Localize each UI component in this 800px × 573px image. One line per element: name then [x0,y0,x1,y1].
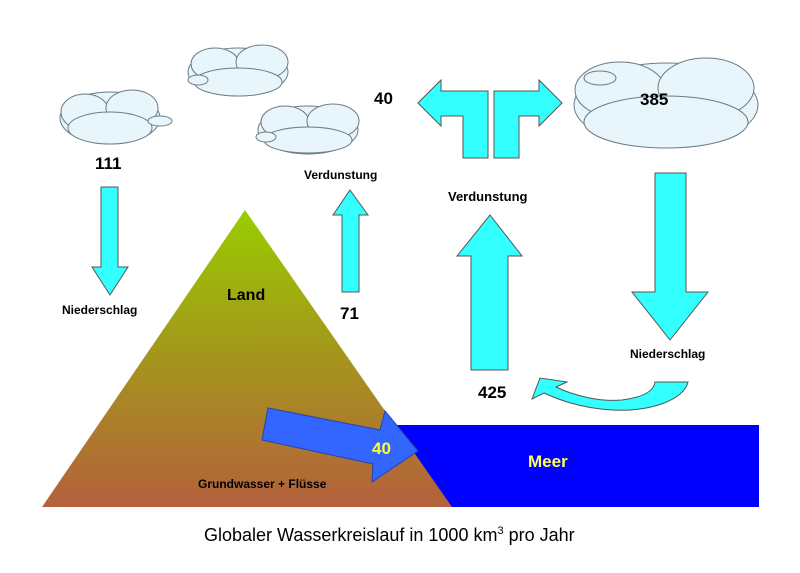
sea-label: Meer [528,452,568,471]
sea-evaporation-value: 425 [478,383,506,402]
runoff-value: 40 [372,439,391,458]
land-label: Land [227,287,265,304]
sea-evaporation-label: Verdunstung [448,189,528,204]
land-precipitation-arrow [91,186,129,296]
land-evaporation-arrow [332,189,369,293]
groundwater-label: Grundwasser + Flüsse [198,477,327,491]
land-precipitation-value: 111 [95,154,122,173]
land-evaporation-value: 71 [340,304,359,323]
transport-value: 40 [374,89,393,108]
cloud-right [573,57,759,149]
diagram-caption: Globaler Wasserkreislauf in 1000 km3 pro… [204,525,575,545]
sea-evaporation-arrow [455,214,524,371]
land-evaporation-label: Verdunstung [304,168,377,182]
cloud-top-middle [187,44,289,97]
cloud-left [59,89,173,145]
sea-recycle-arrow [531,377,689,411]
sea-precipitation-value: 385 [640,90,668,109]
transport-arrow-left [417,78,489,159]
transport-arrow-right [493,78,563,159]
cloud-middle [255,103,360,155]
land-precipitation-label: Niederschlag [62,303,137,317]
sea-area [385,425,759,507]
sea-precipitation-arrow [630,172,710,341]
sea-precipitation-label: Niederschlag [630,347,705,361]
groundwater-arrow [261,407,419,483]
